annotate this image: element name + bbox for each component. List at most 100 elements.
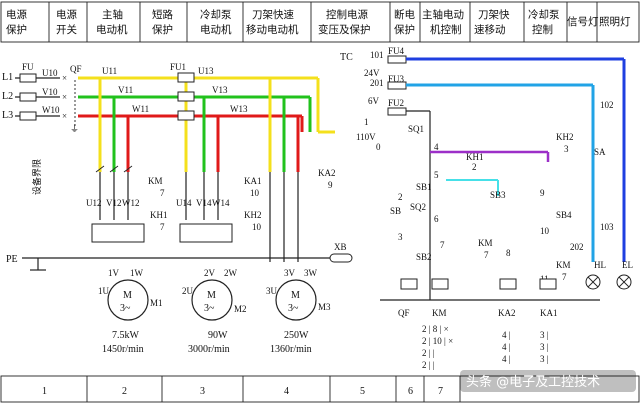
label-v13: V13: [212, 85, 228, 95]
header-cell-3a: 主轴: [102, 8, 123, 21]
fuse-fu4: [387, 55, 407, 64]
fuse-fu2: [387, 107, 407, 116]
label-24v: 24V: [364, 68, 380, 78]
label-sb: SB: [390, 206, 401, 216]
m2-term-u: 2U: [182, 286, 194, 296]
ka2-table-3: 4 |: [502, 354, 511, 364]
label-sb4: SB4: [556, 210, 572, 220]
label-v12: V12: [106, 198, 122, 208]
label-6v: 6V: [368, 96, 380, 106]
motor-m3-letter: M: [291, 290, 300, 301]
label-w10: W10: [42, 105, 60, 115]
header-cell-1b: 保护: [6, 23, 27, 36]
pe-section: PE 设备界限 XB: [6, 159, 353, 271]
m1-speed: 1450r/min: [102, 344, 144, 355]
m1-term-u: 1U: [98, 286, 110, 296]
header-cell-2a: 电源: [56, 8, 77, 21]
header-cell-7a: 控制电源: [326, 8, 368, 21]
contactors: KM 7 KA1 10 KA2 9 U12 V12 W12 U14 V14 W1…: [86, 165, 336, 262]
label-102: 102: [600, 100, 614, 110]
node-7: 7: [440, 240, 445, 250]
m1-rating: 7.5kW: [112, 330, 140, 341]
label-n0: 0: [376, 142, 381, 152]
m3-term-w: 3W: [304, 268, 318, 278]
three-phase-bus: FU1 U11 V11 W11 U13 V13 W13: [78, 62, 335, 172]
label-kh2: KH2: [244, 210, 262, 220]
header-cell-1a: 电源: [6, 8, 27, 21]
motor-m1-phase: 3~: [120, 303, 131, 314]
label-u13: U13: [198, 66, 214, 76]
label-w11: W11: [132, 104, 149, 114]
m2-term-w: 2W: [224, 268, 238, 278]
coil-ka1: [539, 278, 557, 290]
ka1-table-2: 3 |: [540, 342, 549, 352]
footer-row: 1 2 3 4 5 6 7: [0, 375, 640, 403]
coil-qf: [400, 278, 418, 290]
label-ka1-n: 10: [250, 188, 260, 198]
label-l3: L3: [2, 110, 13, 121]
ka1-table-3: 3 |: [540, 354, 549, 364]
m3-rating: 250W: [284, 330, 309, 341]
label-ka1: KA1: [244, 176, 262, 186]
fuse-fu1-c: [177, 110, 195, 121]
label-m3: M3: [318, 302, 331, 312]
label-sq1: SQ1: [408, 124, 424, 134]
label-kh1c-n: 2: [472, 162, 477, 172]
header-cell-5a: 冷却泵: [200, 8, 232, 21]
fuse-fu-l3: [19, 111, 37, 121]
fuse-fu3: [387, 81, 407, 90]
label-u14: U14: [176, 198, 192, 208]
header-cell-5b: 电动机: [200, 23, 232, 36]
label-sa: SA: [594, 147, 606, 157]
km-table-4: 2 | |: [422, 360, 435, 370]
header-cell-9b: 机控制: [430, 23, 462, 36]
header-cell-4a: 短路: [152, 8, 173, 21]
header-cell-11b: 控制: [532, 23, 553, 36]
m3-speed: 1360r/min: [270, 344, 312, 355]
label-ka2-n: 9: [328, 180, 333, 190]
footer-cell-7: 7: [438, 386, 443, 397]
label-hl: HL: [594, 260, 606, 270]
motor-m3: [275, 279, 317, 321]
ka2-table-1: 4 |: [502, 330, 511, 340]
label-v11: V11: [118, 85, 133, 95]
label-n1: 1: [364, 117, 369, 127]
label-tc: TC: [340, 52, 353, 63]
footer-cell-3: 3: [200, 386, 205, 397]
fuse-fu1-a: [177, 72, 195, 83]
label-qf: QF: [70, 64, 82, 74]
label-u11: U11: [102, 66, 117, 76]
header-cell-2b: 开关: [56, 23, 77, 36]
label-sq2: SQ2: [410, 202, 426, 212]
control-devices: SQ1 KH1 2 KH2 3 SA SB1 SB SQ2 SB2 SB3 SB…: [390, 124, 633, 290]
label-kh2c: KH2: [556, 132, 574, 142]
km-table-2: 2 | 10 | ×: [422, 336, 453, 346]
label-v14: V14: [196, 198, 212, 208]
node-8: 8: [506, 248, 511, 258]
header-cell-11a: 冷却泵: [528, 8, 560, 21]
motor-m3-phase: 3~: [288, 303, 299, 314]
footer-cell-1: 1: [42, 386, 47, 397]
label-w14: W14: [212, 198, 230, 208]
header-cell-6a: 刀架快速: [252, 9, 294, 21]
header-cell-7b: 变压及保护: [318, 23, 371, 36]
label-kh2c-n: 3: [564, 144, 569, 154]
motor-m1-letter: M: [123, 290, 132, 301]
header-cell-6b: 移动电动机: [246, 23, 299, 36]
motors: M 3~ M 3~ M 3~ M1 M2 M3 1U 1V 1W 2U 2V 2…: [98, 268, 331, 355]
fuse-fu-l1: [19, 73, 37, 83]
label-fu: FU: [22, 62, 34, 72]
coil-ka2: [499, 278, 517, 290]
header-cell-4b: 保护: [152, 23, 173, 36]
node-4: 4: [434, 142, 439, 152]
label-w13: W13: [230, 104, 248, 114]
header-row: 电源 保护 电源 开关 主轴 电动机 短路 保护 冷却泵 电动机 刀架快速 移动…: [6, 2, 631, 42]
label-km-n: 7: [160, 188, 165, 198]
label-sb1: SB1: [416, 182, 432, 192]
label-kmc2-n: 7: [562, 272, 567, 282]
ka2-table-2: 4 |: [502, 342, 511, 352]
supply-section: L1 L2 L3 FU QF U10 V10 W10 × × × ⏚: [2, 62, 82, 134]
motor-m1: [107, 279, 149, 321]
label-103: 103: [600, 222, 614, 232]
label-pe: PE: [6, 254, 18, 265]
